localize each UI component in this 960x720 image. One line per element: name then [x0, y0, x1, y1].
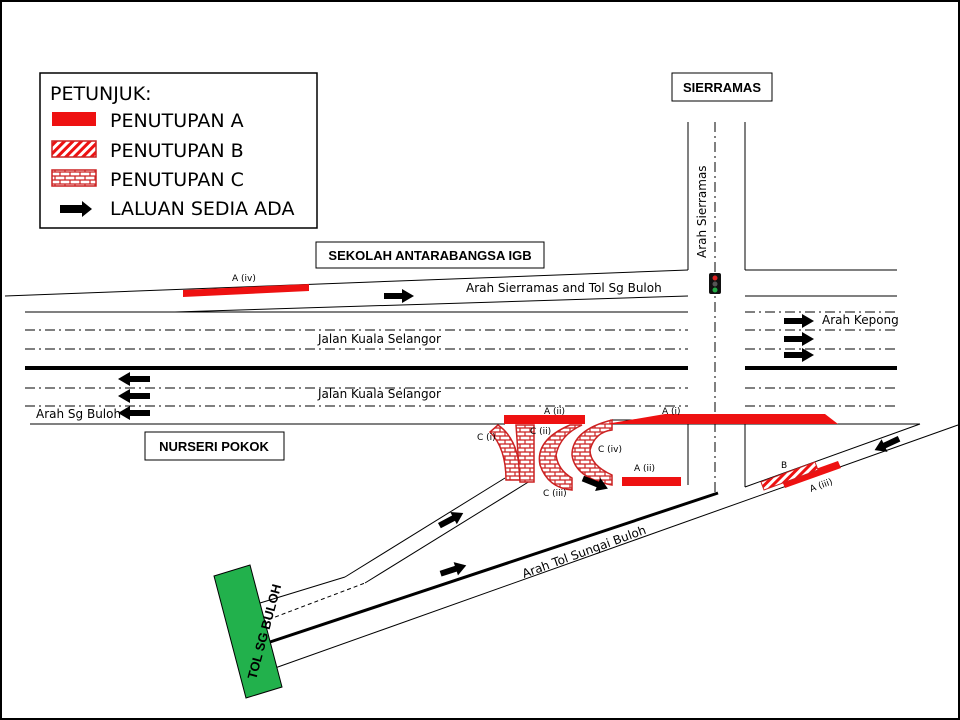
- legend-swatch-a: [52, 112, 96, 126]
- closure-c-iv: [571, 419, 613, 486]
- toll-road-centre: [269, 491, 719, 644]
- label-a-iv: A (iv): [232, 274, 256, 284]
- legend-item-b: PENUTUPAN B: [110, 140, 244, 162]
- sierramas-label: SIERRAMAS: [683, 80, 761, 95]
- road-label-to-sierramas: Arah Sierramas: [695, 165, 709, 258]
- slip-road-c: [364, 480, 531, 584]
- closure-c-i: [488, 424, 521, 481]
- label-c-iv: C (iv): [598, 445, 622, 455]
- label-c-iii: C (iii): [543, 489, 567, 499]
- arrow-down-left-icon: [874, 436, 901, 452]
- legend-item-c: PENUTUPAN C: [110, 169, 244, 191]
- slip-road-dashed: [261, 582, 366, 623]
- arrow-right-icon: [784, 348, 814, 362]
- legend-arrow-icon: [60, 201, 92, 217]
- roads: [4, 122, 959, 669]
- arrow-right-icon: [784, 314, 814, 328]
- closure-a-ii-bottom: [622, 477, 681, 486]
- arrow-down-right-icon: [581, 475, 608, 491]
- label-b: B: [781, 461, 787, 471]
- arrow-left-icon: [118, 372, 150, 386]
- closure-c-iii: [538, 424, 583, 491]
- closure-a-iv: [183, 284, 309, 297]
- legend-swatch-b: [51, 140, 97, 158]
- road-label-to-sierramas-toll: Arah Sierramas and Tol Sg Buloh: [466, 281, 662, 295]
- arrow-up-right-icon: [439, 562, 467, 577]
- arrow-right-icon: [384, 289, 414, 303]
- slip-road-b: [344, 477, 506, 578]
- legend-item-a: PENUTUPAN A: [110, 110, 244, 132]
- route-arrows: [118, 289, 901, 577]
- service-road-edge-inner: [174, 295, 689, 313]
- label-a-ii-bottom: A (ii): [634, 464, 655, 474]
- closure-b: [760, 461, 819, 491]
- closure-a-group: [183, 284, 841, 488]
- arrow-left-icon: [118, 389, 150, 403]
- closure-a-i: [606, 414, 838, 424]
- closure-c-group: [488, 419, 613, 491]
- traffic-light-icon: [709, 273, 721, 294]
- legend-title: PETUNJUK:: [50, 83, 152, 105]
- road-label-jalan-top: Jalan Kuala Selangor: [317, 332, 441, 346]
- road-label-jalan-bottom: Jalan Kuala Selangor: [317, 387, 441, 401]
- arrow-up-right-icon: [437, 511, 464, 529]
- igb-school-box: SEKOLAH ANTARABANGSA IGB: [315, 241, 545, 269]
- legend-item-route: LALUAN SEDIA ADA: [110, 198, 294, 220]
- legend: PETUNJUK: PENUTUPAN A PENUTUPAN B PENUTU…: [39, 72, 318, 229]
- arrow-right-icon: [784, 332, 814, 346]
- closure-a-ii-top: [504, 415, 585, 424]
- toll-road-inner-edge: [744, 423, 921, 488]
- igb-school-label: SEKOLAH ANTARABANGSA IGB: [328, 248, 531, 263]
- toll-road-outer: [274, 424, 959, 669]
- arrow-left-icon: [118, 406, 150, 420]
- legend-swatch-c: [51, 169, 97, 187]
- sierramas-box: SIERRAMAS: [671, 72, 773, 102]
- slip-road-a: [259, 576, 346, 604]
- label-a-i: A (i): [662, 407, 681, 417]
- label-c-i: C (i): [477, 433, 496, 443]
- road-label-to-sg-buloh: Arah Sg Buloh: [36, 407, 121, 421]
- closure-a-iii: [782, 461, 841, 488]
- road-label-to-kepong: Arah Kepong: [822, 313, 899, 327]
- service-road-edge-top: [4, 269, 689, 297]
- nurseri-box: NURSERI POKOK: [144, 431, 285, 461]
- label-a-ii-top: A (ii): [544, 407, 565, 417]
- nurseri-label: NURSERI POKOK: [159, 439, 269, 454]
- closure-c-ii: [515, 424, 535, 483]
- label-c-ii: C (ii): [530, 427, 551, 437]
